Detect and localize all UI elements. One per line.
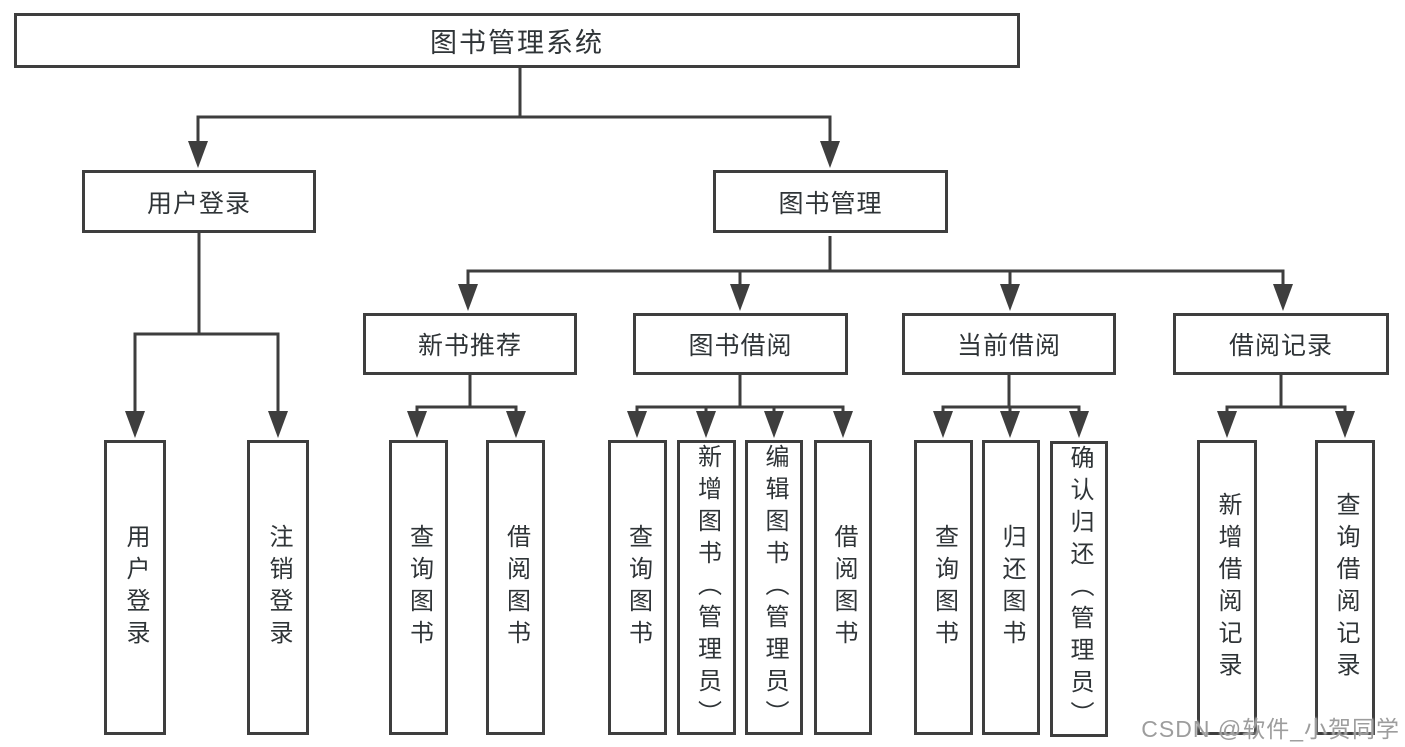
leaf-edit-book-admin: 编辑图书（管理员） <box>745 440 803 735</box>
node-label: 借阅记录 <box>1228 332 1333 360</box>
arrowheads <box>125 141 1355 438</box>
arrowhead <box>764 411 784 438</box>
edge-new-book-to-leaves <box>415 375 518 414</box>
leaf-logout: 注销登录 <box>247 440 309 735</box>
node-user-login-group: 用户登录 <box>82 170 316 233</box>
node-current-borrowing: 当前借阅 <box>902 313 1116 375</box>
leaf-label: 借阅图书 <box>830 523 857 652</box>
node-label: 图书借阅 <box>688 332 793 360</box>
leaf-label: 归还图书 <box>998 523 1025 652</box>
node-book-borrowing: 图书借阅 <box>633 313 848 375</box>
arrowhead <box>627 411 647 438</box>
node-root: 图书管理系统 <box>14 13 1020 68</box>
arrowhead <box>1217 411 1237 438</box>
tree-edges <box>133 68 1347 414</box>
arrowhead <box>1069 411 1089 438</box>
arrowhead <box>1273 284 1293 311</box>
edge-book-mgmt-to-level3 <box>466 236 1285 288</box>
edge-user-login-to-leaves <box>133 233 280 414</box>
arrowhead <box>407 411 427 438</box>
leaf-query-books-current: 查询图书 <box>914 440 973 735</box>
arrowhead <box>730 284 750 311</box>
arrowhead <box>125 411 145 438</box>
leaf-label: 编辑图书（管理员） <box>761 443 788 732</box>
arrowhead <box>268 411 288 438</box>
leaf-label: 用户登录 <box>122 523 149 652</box>
leaf-query-books-recommend: 查询图书 <box>389 440 448 735</box>
node-book-management: 图书管理 <box>713 170 948 233</box>
leaf-label: 查询图书 <box>405 523 433 652</box>
leaf-label: 查询借阅记录 <box>1332 491 1359 684</box>
leaf-borrow-books: 借阅图书 <box>814 440 872 735</box>
arrowhead <box>833 411 853 438</box>
leaf-query-books-borrow: 查询图书 <box>608 440 667 735</box>
node-label: 新书推荐 <box>417 332 522 360</box>
leaf-label: 查询图书 <box>930 523 958 652</box>
arrowhead <box>1335 411 1355 438</box>
edge-current-borrow-to-leaves <box>941 375 1081 414</box>
leaf-add-book-admin: 新增图书（管理员） <box>677 440 736 735</box>
arrowhead <box>188 141 208 168</box>
leaf-borrow-books-recommend: 借阅图书 <box>486 440 545 735</box>
leaf-label: 确认归还（管理员） <box>1066 445 1093 733</box>
leaf-query-borrow-record: 查询借阅记录 <box>1315 440 1375 735</box>
leaf-add-borrow-record: 新增借阅记录 <box>1197 440 1257 735</box>
leaf-return-books: 归还图书 <box>982 440 1040 735</box>
node-new-book-recommend: 新书推荐 <box>363 313 577 375</box>
arrowhead <box>696 411 716 438</box>
arrowhead <box>458 284 478 311</box>
node-label: 用户登录 <box>146 189 251 218</box>
arrowhead <box>506 411 526 438</box>
node-borrowing-records: 借阅记录 <box>1173 313 1389 375</box>
leaf-label: 注销登录 <box>265 523 292 652</box>
leaf-user-login: 用户登录 <box>104 440 166 735</box>
leaf-label: 查询图书 <box>624 523 652 652</box>
edge-book-borrow-to-leaves <box>635 375 845 414</box>
leaf-label: 新增借阅记录 <box>1214 491 1241 684</box>
leaf-label: 借阅图书 <box>502 523 530 652</box>
watermark: CSDN @软件_小贺同学 <box>1141 716 1400 742</box>
leaf-confirm-return-admin: 确认归还（管理员） <box>1050 441 1108 737</box>
arrowhead <box>1000 284 1020 311</box>
arrowhead <box>820 141 840 168</box>
edge-root-to-level2 <box>196 68 832 144</box>
leaf-label: 新增图书（管理员） <box>693 443 721 732</box>
node-root-label: 图书管理系统 <box>430 28 604 58</box>
node-label: 当前借阅 <box>956 332 1061 360</box>
arrowhead <box>933 411 953 438</box>
node-label: 图书管理 <box>778 189 883 218</box>
edge-borrow-records-to-leaves <box>1225 375 1347 414</box>
arrowhead <box>1000 411 1020 438</box>
